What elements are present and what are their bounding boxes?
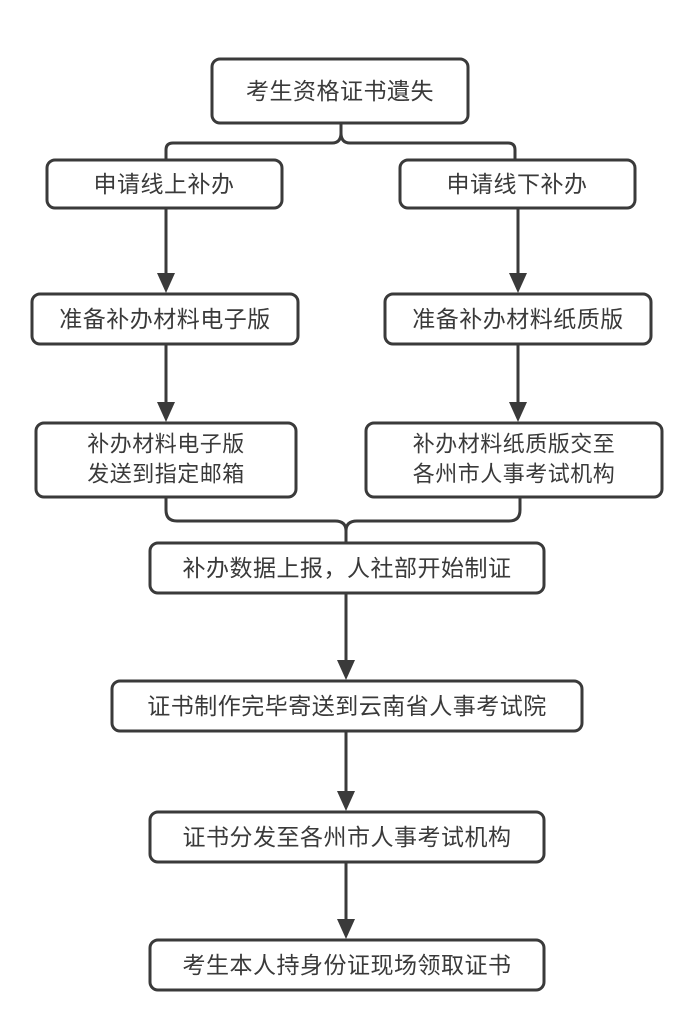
node-prepare-electronic[interactable]: 准备补办材料电子版	[30, 292, 300, 346]
node-send-email[interactable]: 补办材料电子版 发送到指定邮箱	[34, 421, 298, 499]
node-ship-province-label: 证书制作完毕寄送到云南省人事考试院	[147, 694, 547, 720]
connector-merge-to-report	[164, 495, 522, 545]
node-apply-offline-box[interactable]	[398, 158, 637, 210]
node-submit-paper[interactable]: 补办材料纸质版交至 各州市人事考试机构	[364, 421, 664, 499]
node-start[interactable]: 考生资格证书遺失	[210, 57, 470, 125]
connector-online-to-prepare	[157, 208, 175, 293]
node-send-email-label-line2: 发送到指定邮箱	[87, 463, 245, 488]
connector-start-to-split	[164, 121, 517, 162]
node-prepare-electronic-box[interactable]	[30, 292, 300, 346]
connector-ship-to-distribute	[337, 731, 355, 811]
node-prepare-paper-box[interactable]	[383, 292, 653, 346]
node-submit-paper-label-line2: 各州市人事考试机构	[413, 463, 616, 488]
node-ship-province[interactable]: 证书制作完毕寄送到云南省人事考试院	[110, 679, 584, 733]
node-apply-online-box[interactable]	[45, 158, 284, 210]
node-submit-paper-label-line1: 补办材料纸质版交至	[413, 433, 616, 458]
node-apply-online[interactable]: 申请线上补办	[45, 158, 284, 210]
node-collect-certificate-box[interactable]	[148, 938, 546, 992]
node-start-label: 考生资格证书遺失	[246, 79, 434, 105]
connector-prepare-to-email	[157, 344, 175, 422]
node-distribute-city-box[interactable]	[148, 810, 546, 864]
connector-prepare-to-submit	[509, 344, 527, 422]
node-prepare-electronic-label: 准备补办材料电子版	[59, 307, 271, 333]
connector-report-to-ship	[337, 593, 355, 680]
node-submit-paper-box[interactable]	[364, 421, 664, 499]
node-send-email-label-line1: 补办材料电子版	[87, 433, 245, 458]
node-send-email-box[interactable]	[34, 421, 298, 499]
node-ship-province-box[interactable]	[110, 679, 584, 733]
node-report-data-box[interactable]	[148, 541, 546, 595]
node-report-data-label: 补办数据上报，人社部开始制证	[183, 556, 512, 582]
node-start-box[interactable]	[210, 57, 470, 125]
node-prepare-paper-label: 准备补办材料纸质版	[412, 307, 624, 333]
connector-distribute-to-collect	[337, 862, 355, 939]
node-apply-offline[interactable]: 申请线下补办	[398, 158, 637, 210]
node-apply-offline-label: 申请线下补办	[447, 172, 588, 198]
node-distribute-city[interactable]: 证书分发至各州市人事考试机构	[148, 810, 546, 864]
node-prepare-paper[interactable]: 准备补办材料纸质版	[383, 292, 653, 346]
connector-offline-to-prepare	[509, 208, 527, 293]
node-distribute-city-label: 证书分发至各州市人事考试机构	[183, 825, 512, 851]
node-collect-certificate[interactable]: 考生本人持身份证现场领取证书	[148, 938, 546, 992]
node-apply-online-label: 申请线上补办	[94, 172, 235, 198]
node-report-data[interactable]: 补办数据上报，人社部开始制证	[148, 541, 546, 595]
node-collect-certificate-label: 考生本人持身份证现场领取证书	[183, 953, 512, 979]
